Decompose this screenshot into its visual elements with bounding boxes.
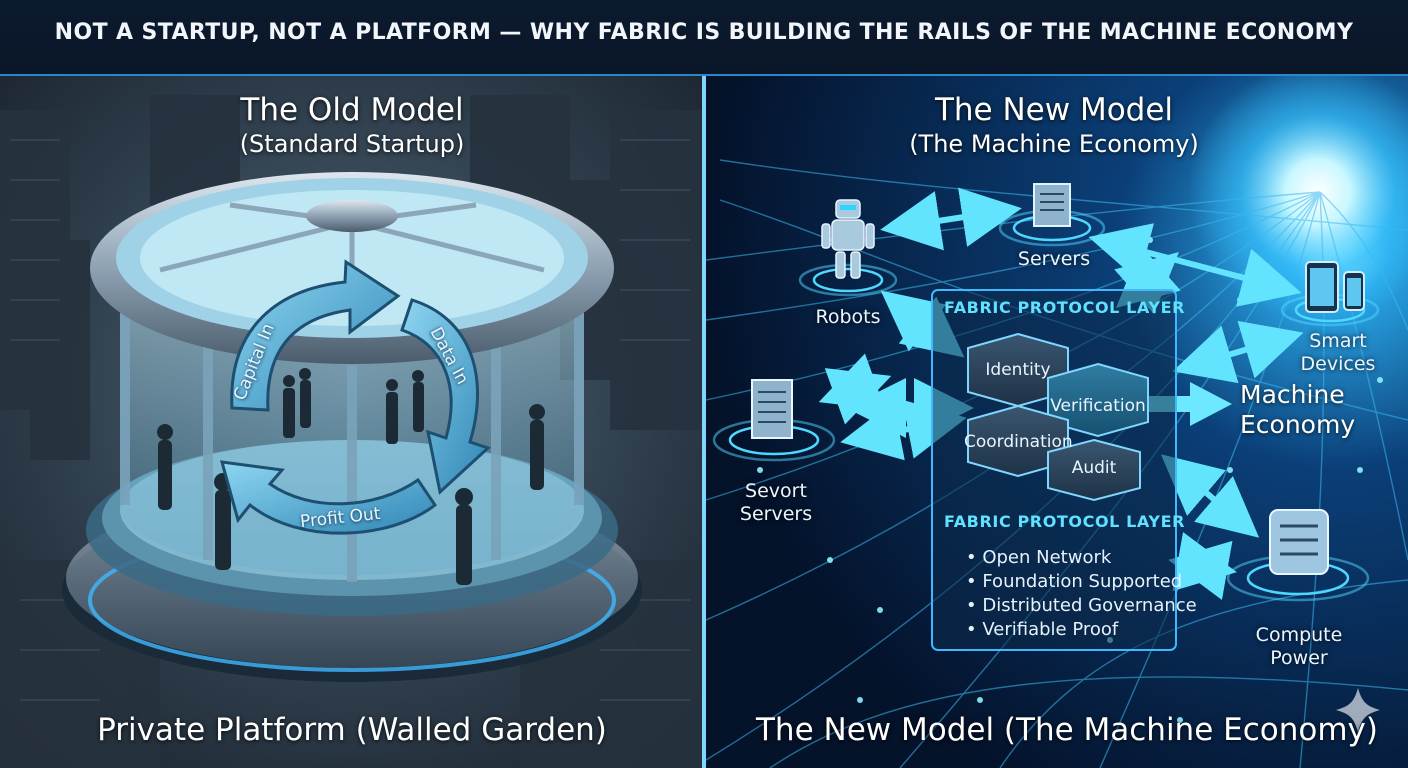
bullet-item: • Verifiable Proof — [966, 618, 1197, 642]
new-model-heading: The New Model — [904, 92, 1204, 128]
protocol-bullets: • Open Network • Foundation Supported • … — [966, 546, 1197, 642]
robots-label: Robots — [798, 306, 898, 328]
machine-economy-label: Machine Economy — [1240, 380, 1390, 440]
hex-verification: Verification — [1048, 396, 1148, 416]
sevort-server-node — [752, 380, 792, 438]
bullet-item: • Open Network — [966, 546, 1197, 570]
smart-devices-label: Smart Devices — [1288, 330, 1388, 376]
page-title: NOT A STARTUP, NOT A PLATFORM — WHY FABR… — [0, 20, 1408, 45]
hex-identity: Identity — [968, 360, 1068, 380]
old-model-footer: Private Platform (Walled Garden) — [52, 712, 652, 748]
servers-label: Servers — [1004, 248, 1104, 270]
new-model-subheading: (The Machine Economy) — [864, 130, 1244, 158]
servers-node — [1034, 184, 1070, 226]
old-model-subheading: (Standard Startup) — [202, 130, 502, 158]
protocol-layer-top-label: FABRIC PROTOCOL LAYER — [944, 298, 1168, 317]
new-model-footer: The New Model (The Machine Economy) — [756, 712, 1356, 748]
hex-coordination: Coordination — [964, 432, 1072, 452]
walled-garden-cylinder — [62, 172, 642, 682]
bullet-item: • Distributed Governance — [966, 594, 1197, 618]
old-model-heading: The Old Model — [202, 92, 502, 128]
sevort-servers-label: Sevort Servers — [726, 480, 826, 526]
protocol-layer-bottom-label: FABRIC PROTOCOL LAYER — [944, 512, 1168, 531]
compute-power-label: Compute Power — [1244, 624, 1354, 670]
hex-audit: Audit — [1048, 458, 1140, 478]
compute-power-node — [1270, 510, 1328, 574]
bullet-item: • Foundation Supported — [966, 570, 1197, 594]
